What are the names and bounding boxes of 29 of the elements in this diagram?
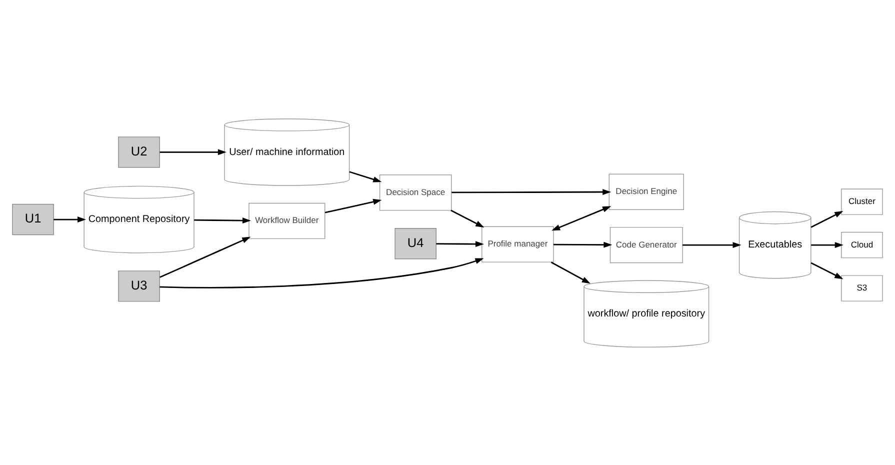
node-box: Cluster [841, 188, 883, 214]
arrow [810, 262, 844, 279]
arrow [450, 209, 484, 227]
node-box: Code Generator [610, 226, 683, 263]
arrow [160, 236, 251, 278]
arrow [550, 261, 590, 284]
arrow [324, 198, 382, 213]
node-box: U4 [394, 228, 436, 259]
node-box: Profile manager [482, 226, 554, 262]
arrow [160, 148, 226, 155]
node-box: Decision Space [379, 174, 452, 210]
node-box: U2 [118, 136, 160, 168]
arrow [810, 210, 844, 228]
node-box: U3 [118, 270, 160, 302]
arrow [682, 242, 742, 248]
node-box: Workflow Builder [248, 202, 326, 239]
node-box: U1 [12, 203, 54, 235]
arrow [811, 242, 844, 248]
node-box: S3 [841, 274, 883, 301]
arrow [54, 216, 86, 222]
node-box: Cloud [841, 231, 883, 258]
arrow [194, 217, 251, 223]
arrow [554, 241, 612, 248]
arrow [349, 170, 382, 182]
node-box: Decision Engine [608, 173, 684, 210]
arrow [452, 188, 612, 194]
arrow [160, 258, 484, 288]
arrow [552, 206, 612, 230]
arrow [436, 240, 484, 247]
